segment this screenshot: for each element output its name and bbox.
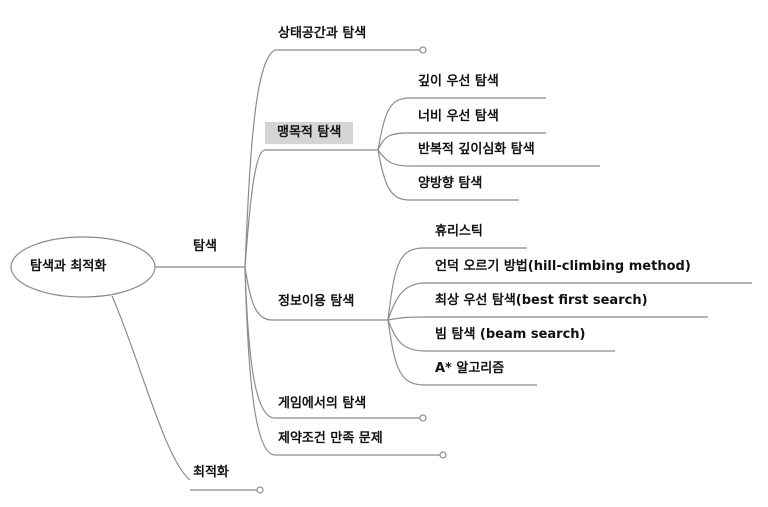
node-blind-search: 맹목적 탐색	[265, 122, 354, 144]
root-node-label: 탐색과 최적화	[30, 259, 107, 274]
edge-informed-bestfirst	[387, 316, 708, 321]
edge-informed-astar	[387, 319, 537, 386]
node-search: 탐색	[193, 239, 217, 254]
node-csp: 제약조건 만족 문제	[278, 431, 383, 446]
edge-search-blind	[244, 149, 378, 268]
node-heuristic: 휴리스틱	[435, 224, 483, 239]
node-bidirectional: 양방향 탐색	[418, 176, 483, 191]
node-iddfs: 반복적 깊이심화 탐색	[418, 142, 535, 157]
edge-blind-iddfs	[377, 149, 600, 167]
node-dfs: 깊이 우선 탐색	[418, 74, 499, 89]
edge-informed-hillclimb	[387, 282, 752, 321]
end-dot-statespace	[419, 46, 427, 54]
node-game-search: 게임에서의 탐색	[278, 396, 367, 411]
edge-root-optimization	[111, 295, 191, 481]
node-bfs: 너비 우선 탐색	[418, 109, 499, 124]
edge-search-statespace	[244, 49, 420, 268]
node-best-first: 최상 우선 탐색(best first search)	[435, 293, 648, 308]
end-dot-game	[419, 414, 427, 422]
end-dot-csp	[439, 451, 447, 459]
node-optimization: 최적화	[193, 465, 229, 480]
edge-informed-beam	[387, 319, 615, 352]
edge-blind-dfs	[377, 97, 546, 151]
node-state-space: 상태공간과 탐색	[278, 26, 367, 41]
edge-informed-heuristic	[387, 247, 527, 321]
node-hill-climbing: 언덕 오르기 방법(hill-climbing method)	[435, 259, 691, 274]
node-astar: A* 알고리즘	[435, 361, 505, 376]
edge-search-csp	[244, 266, 440, 456]
node-beam: 빔 탐색 (beam search)	[435, 327, 586, 342]
edge-blind-bfs	[377, 132, 546, 151]
end-dot-optimization	[256, 486, 264, 494]
edge-blind-bidir	[377, 149, 519, 201]
edge-search-informed	[244, 266, 388, 321]
node-informed-search: 정보이용 탐색	[278, 294, 355, 309]
